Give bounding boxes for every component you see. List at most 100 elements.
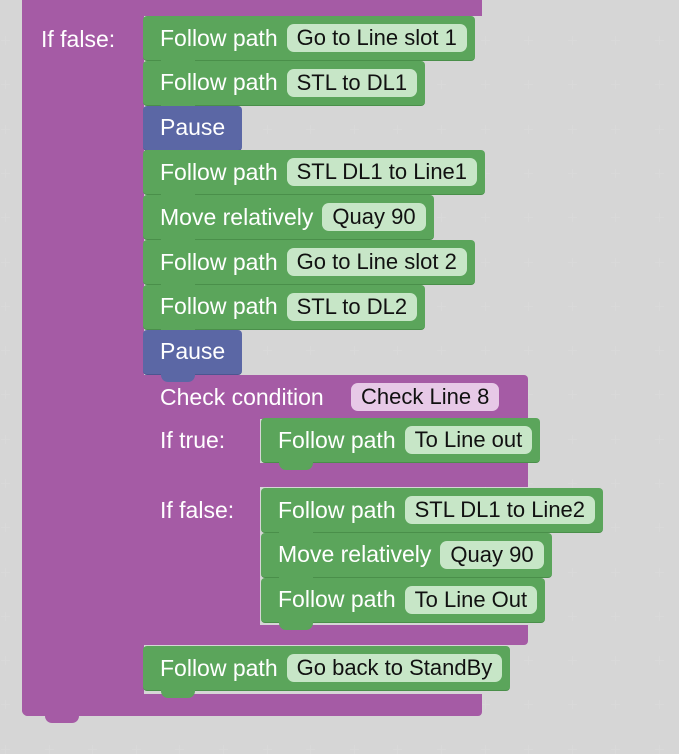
grid-plus-mark: [263, 346, 272, 355]
check-condition-chip[interactable]: Check Line 8: [351, 383, 500, 411]
grid-plus-mark: [524, 390, 533, 399]
move-relatively-block[interactable]: Move relatively Quay 90: [143, 195, 434, 248]
grid-plus-mark: [611, 125, 620, 134]
grid-plus-mark: [655, 36, 664, 45]
grid-plus-mark: [568, 258, 577, 267]
grid-plus-mark: [655, 479, 664, 488]
grid-plus-mark: [393, 125, 402, 134]
grid-plus-mark: [655, 700, 664, 709]
grid-plus-mark: [350, 125, 359, 134]
move-relatively-block[interactable]: Move relatively Quay 90: [261, 532, 552, 585]
block-value-chip[interactable]: Go back to StandBy: [286, 654, 503, 682]
check-condition-mid: [144, 463, 528, 487]
grid-plus-mark: [393, 745, 402, 754]
grid-plus-mark: [524, 213, 533, 222]
block-value-chip[interactable]: Go to Line slot 1: [286, 24, 467, 52]
block-label: Follow path: [160, 293, 278, 320]
grid-plus-mark: [524, 302, 533, 311]
block-label: Follow path: [278, 496, 396, 523]
grid-plus-mark: [437, 302, 446, 311]
grid-plus-mark: [568, 213, 577, 222]
block-value-chip[interactable]: STL to DL1: [286, 68, 418, 97]
grid-plus-mark: [655, 745, 664, 754]
block-connector-tab: [161, 690, 195, 698]
grid-plus-mark: [263, 745, 272, 754]
grid-plus-mark: [655, 523, 664, 532]
grid-plus-mark: [655, 125, 664, 134]
follow-path-block[interactable]: Follow path STL DL1 to Line2: [261, 488, 604, 540]
grid-plus-mark: [481, 258, 490, 267]
grid-plus-mark: [481, 125, 490, 134]
grid-plus-mark: [524, 346, 533, 355]
grid-plus-mark: [611, 700, 620, 709]
grid-plus-mark: [306, 125, 315, 134]
follow-path-block[interactable]: Follow path STL DL1 to Line1: [143, 150, 486, 203]
grid-plus-mark: [611, 213, 620, 222]
block-value-chip[interactable]: STL DL1 to Line1: [286, 158, 478, 187]
grid-plus-mark: [655, 435, 664, 444]
block-label: Follow path: [278, 426, 396, 453]
grid-plus-mark: [263, 125, 272, 134]
follow-path-block[interactable]: Follow path To Line out: [261, 418, 541, 470]
grid-plus-mark: [437, 346, 446, 355]
grid-plus-mark: [655, 346, 664, 355]
grid-plus-mark: [306, 346, 315, 355]
block-label: Follow path: [160, 158, 278, 185]
block-value-chip[interactable]: Go to Line slot 2: [286, 248, 467, 276]
grid-plus-mark: [1, 390, 10, 399]
grid-plus-mark: [219, 745, 228, 754]
outer-block-tab: [45, 715, 79, 723]
block-label: Move relatively: [278, 541, 432, 568]
grid-plus-mark: [1, 435, 10, 444]
block-value-chip[interactable]: STL DL1 to Line2: [404, 496, 596, 524]
inner-if-false-label: If false:: [160, 497, 235, 523]
grid-plus-mark: [1, 80, 10, 89]
grid-plus-mark: [1, 568, 10, 577]
grid-plus-mark: [437, 745, 446, 754]
outer-if-false-label: If false:: [41, 26, 116, 52]
grid-plus-mark: [568, 390, 577, 399]
block-value-chip[interactable]: To Line out: [404, 426, 533, 454]
follow-path-block[interactable]: Follow path STL to DL1: [143, 60, 426, 113]
grid-plus-mark: [611, 435, 620, 444]
grid-plus-mark: [655, 302, 664, 311]
grid-plus-mark: [1, 523, 10, 532]
grid-plus-mark: [611, 169, 620, 178]
block-label: Follow path: [160, 654, 278, 681]
grid-plus-mark: [568, 346, 577, 355]
grid-plus-mark: [568, 568, 577, 577]
grid-plus-mark: [350, 745, 359, 754]
follow-path-block[interactable]: Follow path Go back to StandBy: [143, 646, 511, 698]
grid-plus-mark: [524, 36, 533, 45]
grid-plus-mark: [568, 36, 577, 45]
grid-plus-mark: [524, 479, 533, 488]
grid-plus-mark: [568, 80, 577, 89]
grid-plus-mark: [481, 169, 490, 178]
if-true-label: If true:: [160, 427, 226, 453]
grid-plus-mark: [655, 612, 664, 621]
block-label: Move relatively: [160, 203, 314, 230]
grid-plus-mark: [1, 302, 10, 311]
grid-plus-mark: [524, 169, 533, 178]
grid-plus-mark: [524, 258, 533, 267]
block-value-chip[interactable]: Quay 90: [322, 203, 426, 232]
block-value-chip[interactable]: To Line Out: [404, 585, 538, 614]
block-value-chip[interactable]: STL to DL2: [286, 292, 418, 321]
pause-block[interactable]: Pause: [143, 105, 243, 158]
grid-plus-mark: [175, 745, 184, 754]
grid-plus-mark: [437, 80, 446, 89]
check-condition-bottom: [144, 625, 528, 645]
block-value-chip[interactable]: Quay 90: [440, 540, 544, 569]
follow-path-block[interactable]: Follow path STL to DL2: [143, 284, 426, 337]
grid-plus-mark: [568, 435, 577, 444]
pause-block[interactable]: Pause: [143, 329, 243, 382]
block-label: Pause: [160, 114, 226, 141]
grid-plus-mark: [481, 80, 490, 89]
block-label: Follow path: [160, 69, 278, 96]
grid-plus-mark: [611, 612, 620, 621]
grid-plus-mark: [524, 80, 533, 89]
grid-plus-mark: [481, 36, 490, 45]
